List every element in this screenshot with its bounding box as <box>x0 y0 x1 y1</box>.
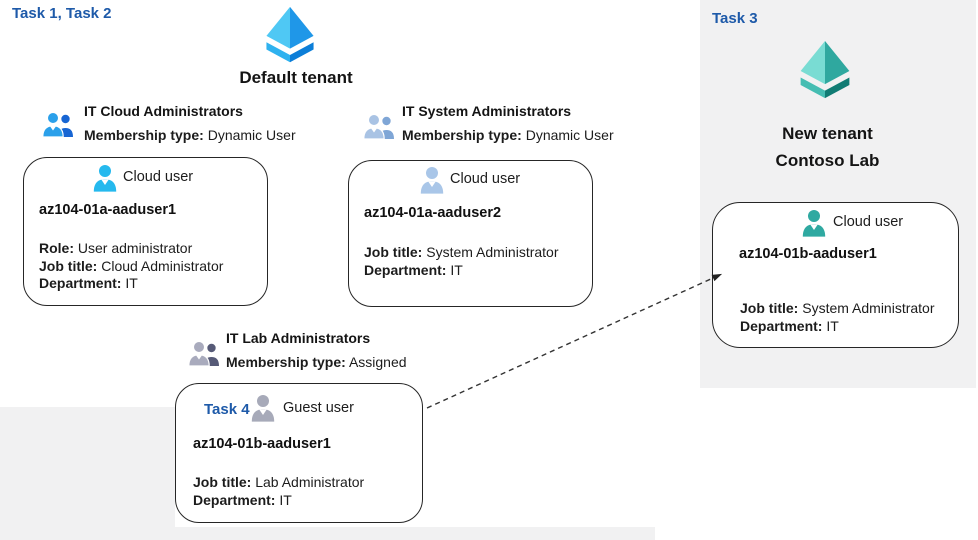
bottom-left-gray-region <box>0 407 175 540</box>
guest-type-label: Guest user <box>283 400 354 416</box>
default-tenant-title: Default tenant <box>239 68 353 87</box>
task1-task2-label: Task 1, Task 2 <box>12 5 112 22</box>
new-user-details: Job title: System Administrator Departme… <box>740 300 935 334</box>
group-cloud-admins-membership: Membership type: Dynamic User <box>84 127 296 143</box>
group-people-icon <box>363 113 395 140</box>
task4-label: Task 4 <box>204 401 250 418</box>
group-system-admins-membership: Membership type: Dynamic User <box>402 127 614 143</box>
cloud-user-icon <box>92 164 118 192</box>
new-user-type-label: Cloud user <box>833 214 904 230</box>
user2-card: Cloud user az104-01a-aaduser2 Job title:… <box>348 160 593 307</box>
task3-label: Task 3 <box>712 10 758 27</box>
guest-user-icon <box>250 394 276 422</box>
new-tenant-title-line2: Contoso Lab <box>775 151 880 170</box>
group-system-admins-title: IT System Administrators <box>402 103 572 119</box>
new-tenant-icon <box>791 40 859 100</box>
new-tenant-user-card: Cloud user az104-01b-aaduser1 Job title:… <box>712 202 959 348</box>
cloud-user-icon <box>419 166 445 194</box>
user2-name: az104-01a-aaduser2 <box>364 205 502 221</box>
group-people-icon <box>42 111 74 138</box>
cloud-user-icon <box>801 209 827 237</box>
new-user-name: az104-01b-aaduser1 <box>739 246 877 262</box>
group-people-icon <box>188 340 220 367</box>
user1-details: Role: User administrator Job title: Clou… <box>39 240 224 291</box>
group-lab-admins-membership: Membership type: Assigned <box>226 354 407 370</box>
user1-type-label: Cloud user <box>123 169 194 185</box>
new-tenant-title-line1: New tenant <box>782 124 873 143</box>
group-cloud-admins-title: IT Cloud Administrators <box>84 103 243 119</box>
default-tenant-icon <box>257 6 323 64</box>
user1-name: az104-01a-aaduser1 <box>39 202 177 218</box>
user2-type-label: Cloud user <box>450 171 521 187</box>
group-lab-admins-title: IT Lab Administrators <box>226 330 371 346</box>
user2-details: Job title: System Administrator Departme… <box>364 244 559 278</box>
bottom-gray-strip <box>0 527 655 540</box>
user1-card: Cloud user az104-01a-aaduser1 Role: User… <box>23 157 268 306</box>
guest-details: Job title: Lab Administrator Department:… <box>193 474 365 508</box>
guest-name: az104-01b-aaduser1 <box>193 436 331 452</box>
guest-user-card: Task 4 Guest user az104-01b-aaduser1 Job… <box>175 383 423 523</box>
